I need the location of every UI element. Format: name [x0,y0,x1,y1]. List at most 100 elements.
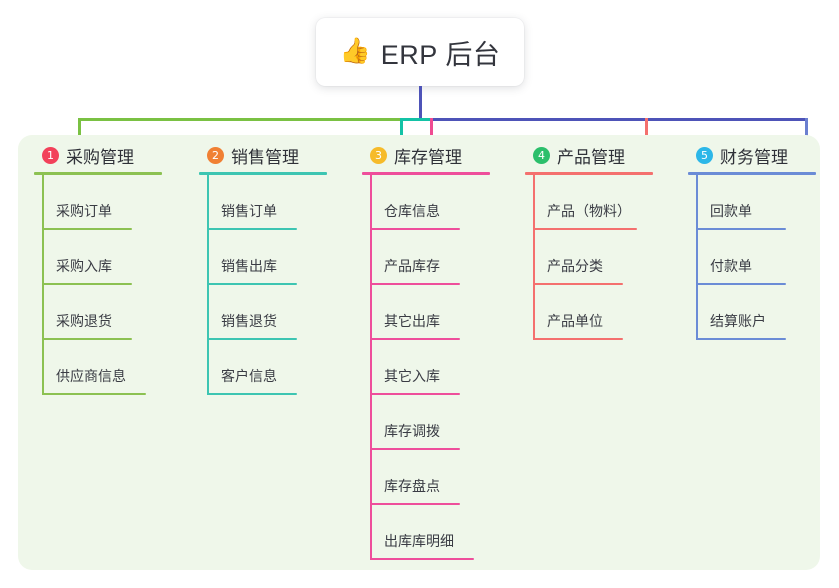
connector-bus-teal [400,118,430,121]
mindmap-panel: 1 采购管理采购订单采购入库采购退货供应商信息 2 销售管理销售订单销售出库销售退货客… [18,135,820,570]
column-header-rule-finance [688,172,816,175]
leaf-label: 库存盘点 [384,478,440,494]
column-title-purchase: 采购管理 [66,147,134,167]
leaf-label: 客户信息 [221,368,277,384]
connector-drop-product [645,118,648,140]
leaf-rule [696,283,786,285]
leaf-label: 采购退货 [56,313,112,329]
leaf-item[interactable]: 付款单 [674,230,836,285]
column-badge-purchase: 1 [42,146,59,164]
leaf-label: 销售订单 [221,203,277,219]
leaf-item[interactable]: 采购入库 [20,230,182,285]
column-spine-finance [696,175,698,340]
leaf-label: 采购入库 [56,258,112,274]
column-badge-product: 4 [533,146,550,164]
column-header-rule-purchase [34,172,162,175]
leaf-item[interactable]: 产品（物料） [511,175,673,230]
leaf-label: 销售出库 [221,258,277,274]
connector-drop-purchase [78,118,81,140]
column-title-finance: 财务管理 [720,147,788,167]
column-header-sales[interactable]: 2 销售管理 [185,135,347,175]
leaf-item[interactable]: 回款单 [674,175,836,230]
column-header-rule-product [525,172,653,175]
leaf-label: 产品单位 [547,313,603,329]
connector-drop-finance [805,118,808,140]
connector-bus-green [78,118,400,121]
column-badge-inventory: 3 [370,146,387,164]
leaf-label: 产品库存 [384,258,440,274]
connector-drop-inventory [430,118,433,140]
root-node-title: ERP 后台 [380,39,501,70]
column-purchase: 1 采购管理采购订单采购入库采购退货供应商信息 [20,135,182,395]
leaf-label: 出库库明细 [384,533,454,549]
leaf-item[interactable]: 供应商信息 [20,340,182,395]
column-spine-product [533,175,535,340]
leaf-item[interactable]: 销售出库 [185,230,347,285]
column-sales: 2 销售管理销售订单销售出库销售退货客户信息 [185,135,347,395]
leaf-item[interactable]: 客户信息 [185,340,347,395]
column-spine-sales [207,175,209,395]
leaf-rule [42,338,132,340]
leaf-rule [207,228,297,230]
column-header-rule-sales [199,172,327,175]
column-product: 4 产品管理产品（物料） 产品分类产品单位 [511,135,673,340]
column-header-purchase[interactable]: 1 采购管理 [20,135,182,175]
column-header-finance[interactable]: 5 财务管理 [674,135,836,175]
leaf-item[interactable]: 出库库明细 [348,505,510,560]
leaf-rule [533,283,623,285]
column-badge-finance: 5 [696,146,713,164]
leaf-item[interactable]: 其它出库 [348,285,510,340]
leaf-item[interactable]: 采购退货 [20,285,182,340]
leaf-label: 产品（物料） [547,203,631,219]
column-finance: 5 财务管理回款单付款单结算账户 [674,135,836,340]
column-title-product: 产品管理 [557,147,625,167]
leaf-label: 回款单 [710,203,752,219]
leaf-rule [42,393,146,395]
leaf-item[interactable]: 产品库存 [348,230,510,285]
leaf-rule [370,503,460,505]
leaf-rule [370,228,460,230]
leaf-rule [696,228,786,230]
leaf-rule [533,228,637,230]
connector-trunk [419,86,422,121]
leaf-item[interactable]: 库存盘点 [348,450,510,505]
leaf-item[interactable]: 产品单位 [511,285,673,340]
column-header-product[interactable]: 4 产品管理 [511,135,673,175]
column-spine-purchase [42,175,44,395]
leaf-rule [42,283,132,285]
leaf-rule [207,393,297,395]
column-title-sales: 销售管理 [231,147,299,167]
leaf-label: 销售退货 [221,313,277,329]
connector-bus-indigo [430,118,805,121]
leaf-item[interactable]: 采购订单 [20,175,182,230]
leaf-label: 仓库信息 [384,203,440,219]
leaf-item[interactable]: 销售订单 [185,175,347,230]
leaf-label: 采购订单 [56,203,112,219]
leaf-rule [370,448,460,450]
leaf-item[interactable]: 产品分类 [511,230,673,285]
thumbs-up-icon: 👍 [339,36,371,65]
connector-drop-sales [400,118,403,140]
column-spine-inventory [370,175,372,560]
column-badge-sales: 2 [207,146,224,164]
column-header-rule-inventory [362,172,490,175]
leaf-item[interactable]: 仓库信息 [348,175,510,230]
leaf-rule [370,338,460,340]
leaf-rule [696,338,786,340]
leaf-rule [370,283,460,285]
leaf-item[interactable]: 结算账户 [674,285,836,340]
leaf-label: 供应商信息 [56,368,126,384]
leaf-rule [370,558,474,560]
leaf-item[interactable]: 库存调拨 [348,395,510,450]
leaf-item[interactable]: 销售退货 [185,285,347,340]
root-node-card[interactable]: 👍 ERP 后台 [316,18,524,86]
leaf-item[interactable]: 其它入库 [348,340,510,395]
leaf-label: 产品分类 [547,258,603,274]
leaf-rule [370,393,460,395]
leaf-label: 其它入库 [384,368,440,384]
leaf-label: 付款单 [710,258,752,274]
leaf-rule [207,338,297,340]
leaf-rule [533,338,623,340]
